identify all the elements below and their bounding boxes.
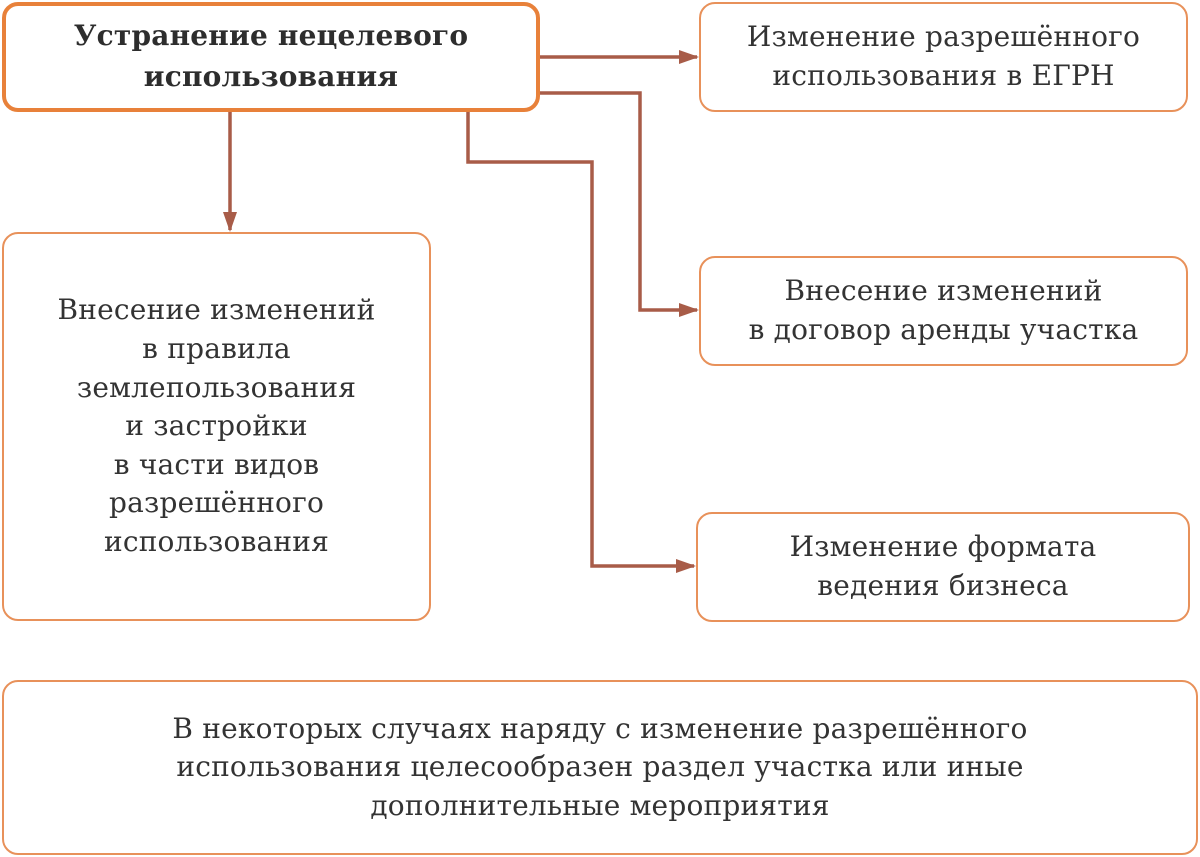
node-lease: Внесение изменений в договор аренды учас… (699, 256, 1188, 366)
node-egrn-label: Изменение разрешённого использования в Е… (746, 20, 1141, 92)
node-business: Изменение формата ведения бизнеса (696, 512, 1190, 622)
node-rules-label: Внесение изменений в правила землепользо… (57, 293, 376, 559)
node-egrn: Изменение разрешённого использования в Е… (699, 2, 1188, 112)
note-label: В некоторых случаях наряду с изменение р… (172, 711, 1028, 822)
main-node-label: Устранение нецелевого использования (73, 19, 469, 93)
connector-main-to-lease (540, 91, 699, 317)
node-business-label: Изменение формата ведения бизнеса (789, 530, 1097, 602)
note-box: В некоторых случаях наряду с изменение р… (2, 680, 1198, 855)
node-lease-label: Внесение изменений в договор аренды учас… (748, 274, 1139, 346)
main-node: Устранение нецелевого использования (2, 2, 540, 112)
connector-main-to-business (466, 112, 696, 573)
node-rules: Внесение изменений в правила землепользо… (2, 232, 431, 621)
